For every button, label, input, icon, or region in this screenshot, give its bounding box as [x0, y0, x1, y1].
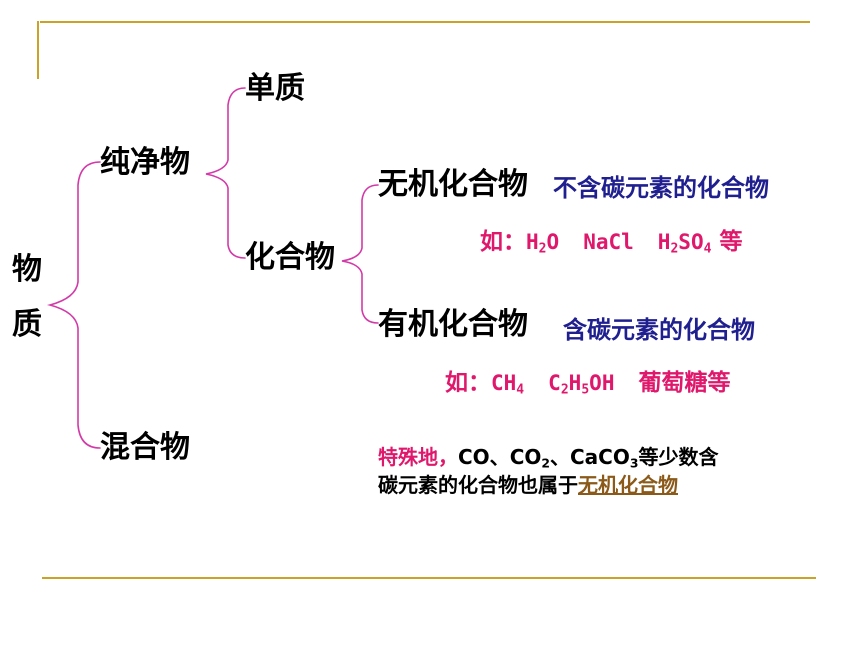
organic-compound: 有机化合物 — [378, 307, 528, 342]
inorganic-ex-suffix: 等 — [719, 229, 743, 255]
element-substance: 单质 — [245, 71, 305, 106]
note-caco3: CaCO3 — [570, 445, 639, 471]
root-label-2: 质 — [12, 307, 42, 342]
note-sep: 、 — [550, 445, 570, 469]
formula-ethanol: C2H5OH — [548, 371, 615, 398]
top-rule — [40, 21, 810, 23]
compound-brace — [341, 184, 379, 324]
formula-h2so4: H2SO4 — [657, 230, 712, 257]
formula-h2o: H2O — [526, 230, 560, 257]
note-line-2: 碳元素的化合物也属于无机化合物 — [378, 472, 718, 499]
root-brace — [46, 161, 101, 449]
special-note: 特殊地，CO、CO2、CaCO3等少数含 碳元素的化合物也属于无机化合物 — [378, 444, 718, 499]
formula-ch4: CH4 — [491, 371, 525, 398]
pure-substance: 纯净物 — [100, 145, 190, 180]
inorganic-examples: 如：H2O NaCl H2SO4 等 — [480, 231, 742, 256]
root-label-1: 物 — [12, 252, 42, 287]
mixture: 混合物 — [100, 430, 190, 465]
note-co: CO、 — [458, 445, 510, 469]
organic-examples: 如：CH4 C2H5OH 葡萄糖等 — [445, 372, 731, 397]
note-lead: 特殊地， — [378, 445, 458, 469]
formula-nacl: NaCl — [583, 230, 634, 254]
note-rest-1: 等少数含 — [638, 445, 719, 469]
organic-desc: 含碳元素的化合物 — [563, 316, 755, 344]
left-rule — [37, 21, 39, 79]
organic-ex-prefix: 如： — [445, 370, 491, 396]
note-co2: CO2 — [509, 445, 550, 471]
note-line-1: 特殊地，CO、CO2、CaCO3等少数含 — [378, 444, 718, 472]
inorganic-ex-prefix: 如： — [480, 229, 526, 255]
organic-ex-glucose: 葡萄糖等 — [638, 370, 731, 396]
inorganic-compound: 无机化合物 — [378, 167, 528, 202]
compound: 化合物 — [245, 240, 335, 275]
inorganic-compound-link[interactable]: 无机化合物 — [578, 473, 678, 498]
inorganic-desc: 不含碳元素的化合物 — [553, 174, 769, 202]
bottom-rule — [42, 577, 816, 579]
pure-brace — [205, 87, 246, 259]
note-rest-2: 碳元素的化合物也属于 — [378, 473, 578, 498]
